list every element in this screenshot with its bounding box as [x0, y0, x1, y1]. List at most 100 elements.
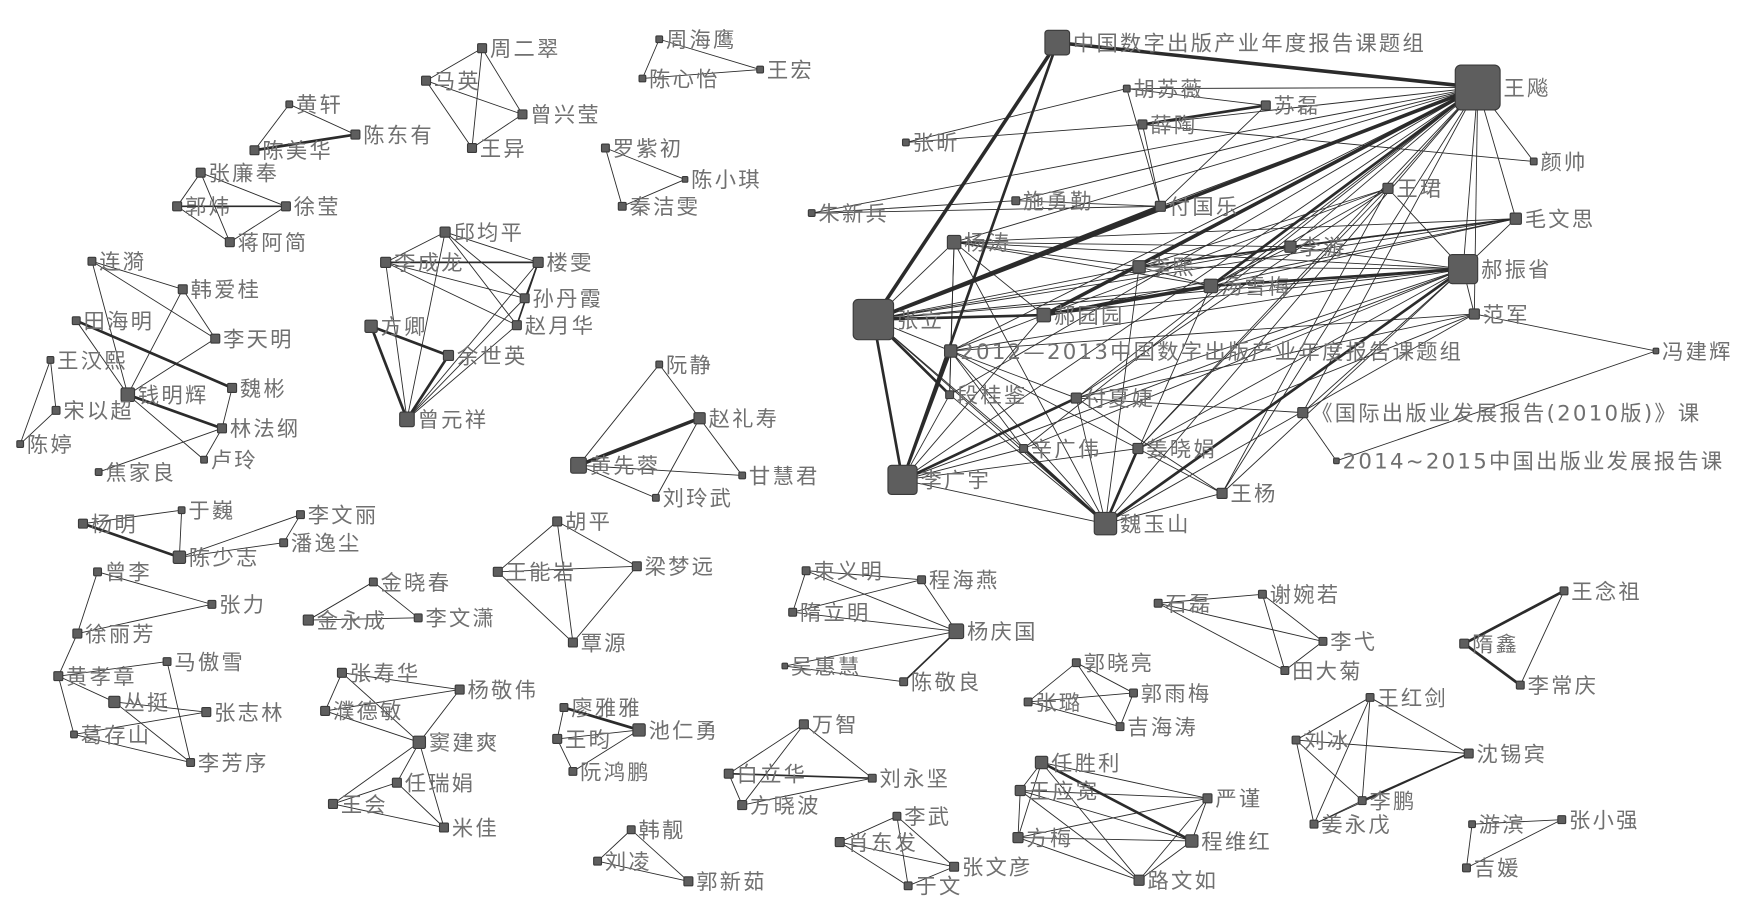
node-square[interactable]: [1318, 636, 1328, 646]
author-node[interactable]: 王念祖: [1559, 580, 1642, 605]
author-node[interactable]: 曾兴莹: [517, 103, 601, 128]
node-square[interactable]: [1093, 511, 1118, 536]
author-node[interactable]: 田大菊: [1280, 659, 1363, 684]
node-square[interactable]: [1216, 487, 1228, 499]
node-square[interactable]: [302, 614, 314, 626]
node-square[interactable]: [77, 518, 89, 529]
author-node[interactable]: 杨庆国: [948, 620, 1038, 645]
author-node[interactable]: 谢婉若: [1257, 583, 1340, 608]
author-node[interactable]: 韩爱桂: [177, 278, 261, 303]
node-square[interactable]: [1280, 666, 1290, 676]
author-node[interactable]: 郝振省: [1447, 253, 1552, 285]
author-node[interactable]: 李常庆: [1515, 674, 1598, 699]
author-node[interactable]: 付夏婕: [1070, 387, 1155, 412]
node-square[interactable]: [681, 176, 689, 183]
author-node[interactable]: 郭炜: [172, 195, 232, 220]
node-square[interactable]: [1185, 834, 1199, 848]
author-node[interactable]: 李成龙: [380, 251, 465, 276]
author-node[interactable]: 于文: [903, 875, 962, 900]
author-node[interactable]: 魏玉山: [1093, 511, 1190, 537]
node-square[interactable]: [70, 730, 78, 739]
author-node[interactable]: 隋立明: [788, 601, 871, 626]
node-square[interactable]: [532, 256, 544, 268]
node-square[interactable]: [327, 798, 339, 810]
node-square[interactable]: [1044, 29, 1071, 56]
author-node[interactable]: 张小强: [1557, 809, 1640, 834]
author-node[interactable]: 魏彬: [227, 377, 287, 402]
node-square[interactable]: [552, 733, 563, 744]
node-square[interactable]: [1154, 200, 1166, 212]
author-node[interactable]: 李文丽: [295, 504, 379, 529]
author-node[interactable]: 石磊: [1153, 592, 1212, 617]
node-square[interactable]: [1012, 831, 1024, 844]
node-square[interactable]: [834, 837, 845, 848]
node-square[interactable]: [852, 298, 895, 341]
author-node[interactable]: 周海鹰: [655, 28, 737, 53]
author-node[interactable]: 蒋阿简: [224, 231, 308, 256]
author-node[interactable]: 刘凌: [593, 850, 652, 875]
node-square[interactable]: [93, 567, 103, 577]
node-square[interactable]: [867, 773, 877, 783]
node-square[interactable]: [207, 599, 217, 609]
author-node[interactable]: 任瑞娟: [391, 772, 475, 797]
node-square[interactable]: [899, 677, 909, 687]
node-square[interactable]: [1509, 212, 1522, 225]
node-square[interactable]: [442, 349, 455, 362]
node-square[interactable]: [216, 423, 228, 434]
author-node[interactable]: 冯建辉: [1652, 340, 1733, 365]
author-node[interactable]: 陈东有: [350, 123, 434, 148]
author-node[interactable]: 郭晓亮: [1071, 652, 1154, 677]
node-square[interactable]: [295, 510, 305, 520]
author-node[interactable]: 王汉熙: [46, 349, 128, 374]
node-square[interactable]: [1309, 819, 1319, 829]
node-square[interactable]: [195, 167, 206, 178]
node-square[interactable]: [626, 825, 636, 835]
author-node[interactable]: 2014~2015中国出版业发展报告课: [1333, 450, 1725, 475]
author-node[interactable]: 《国际出版业发展报告(2010版)》课: [1297, 401, 1702, 426]
author-node[interactable]: 焦家良: [94, 461, 176, 486]
author-node[interactable]: 刘永坚: [867, 767, 950, 792]
node-square[interactable]: [492, 566, 503, 577]
node-square[interactable]: [1137, 119, 1148, 130]
author-node[interactable]: 覃源: [567, 631, 627, 656]
node-square[interactable]: [1202, 793, 1213, 804]
author-node[interactable]: 池仁勇: [632, 719, 719, 744]
node-square[interactable]: [1070, 392, 1082, 404]
node-square[interactable]: [517, 109, 528, 120]
node-square[interactable]: [788, 607, 798, 617]
author-node[interactable]: 钱明辉: [120, 384, 208, 409]
node-square[interactable]: [723, 768, 734, 779]
node-square[interactable]: [94, 468, 103, 476]
author-node[interactable]: 方卿: [364, 315, 428, 340]
node-square[interactable]: [1257, 589, 1267, 599]
node-square[interactable]: [399, 411, 415, 428]
author-node[interactable]: 赵月华: [511, 314, 595, 339]
author-node[interactable]: 韩靓: [626, 819, 685, 844]
author-node[interactable]: 付国乐: [1154, 195, 1239, 220]
author-node[interactable]: 刘冰: [1291, 729, 1350, 754]
node-square[interactable]: [162, 657, 172, 667]
author-node[interactable]: 卢玲: [200, 449, 258, 474]
author-node[interactable]: 马英: [420, 70, 481, 95]
author-node[interactable]: 颜帅: [1529, 150, 1587, 175]
author-node[interactable]: 李芳序: [186, 751, 269, 776]
node-square[interactable]: [420, 75, 432, 86]
node-square[interactable]: [439, 226, 451, 238]
author-node[interactable]: 秦洁雯: [617, 195, 700, 220]
author-node[interactable]: 王会: [327, 793, 387, 818]
author-node[interactable]: 隋鑫: [1459, 632, 1519, 657]
node-square[interactable]: [280, 201, 291, 212]
node-square[interactable]: [16, 440, 25, 448]
node-square[interactable]: [944, 344, 958, 358]
author-node[interactable]: 程维红: [1185, 830, 1272, 855]
author-node[interactable]: 姜晓娟: [1132, 437, 1217, 462]
node-square[interactable]: [227, 382, 238, 394]
author-node[interactable]: 李熙: [1132, 256, 1196, 281]
author-node[interactable]: 李弋: [1318, 630, 1377, 655]
author-node[interactable]: 任胜利: [1034, 751, 1121, 776]
node-square[interactable]: [683, 876, 694, 887]
author-node[interactable]: 李文潇: [413, 607, 496, 632]
author-node[interactable]: 于巍: [177, 499, 235, 524]
node-square[interactable]: [1132, 442, 1144, 455]
author-node[interactable]: 汤雪梅: [1203, 275, 1291, 300]
